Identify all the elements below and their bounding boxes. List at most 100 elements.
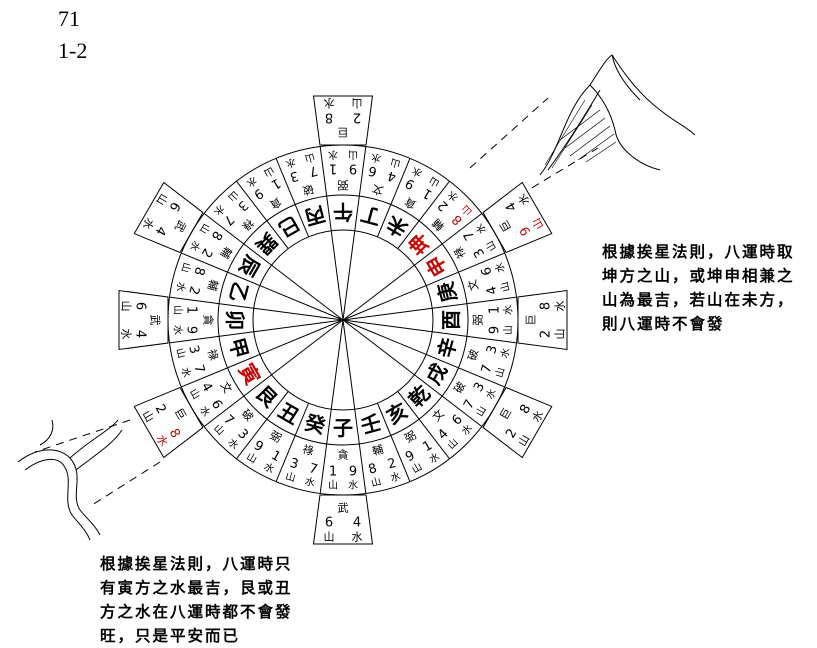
mountain-star-number: 3 [185,344,202,356]
extension-star: 武 [149,315,162,326]
mountain-label: 山 [370,475,383,489]
extension-water-number: 8 [539,302,554,310]
sector-divider [397,391,450,460]
mountain-star-number: 1 [184,306,199,314]
water-star-number: 9 [349,465,357,480]
note-line: 坤方之山，或坤申相兼之 [602,267,795,285]
star-name: 弼 [472,315,485,326]
star-name: 破 [239,406,257,424]
note-line: 山為最吉，若山在未方， [602,291,795,309]
mountain-name: 癸 [301,410,328,439]
extension-water-label: 水 [324,97,335,110]
water-label: 水 [493,261,507,274]
star-name: 弼 [267,429,283,446]
note-line: 旺，只是平安而已 [100,627,241,645]
center-line [342,319,433,333]
water-label: 水 [328,149,338,161]
water-star-number: 3 [484,344,501,356]
star-name: 輔 [430,216,447,233]
extension-mountain-number: 2 [539,330,554,338]
water-star-number: 9 [184,326,199,334]
mountain-sector: 酉弼91山水 [439,305,515,335]
extension-water-number: 4 [353,516,361,531]
mountain-name: 酉 [439,310,463,330]
mountain-name: 丁 [358,202,384,230]
mountain-star-number: 1 [329,465,337,480]
star-name: 祿 [452,244,469,260]
star-name: 祿 [301,443,315,458]
note-line: 根據挨星法則，八運時取 [602,243,795,261]
mountain-star-number: 8 [190,265,207,277]
mountain-star-number: 7 [307,162,319,179]
star-name: 輔 [205,278,220,292]
mountain-name: 乾 [404,381,435,412]
center-line [342,307,433,321]
center-line [342,319,427,355]
note-line: 根據挨星法則，八運時只 [100,555,293,573]
extension-water-number: 4 [133,330,148,338]
mountain-label: 山 [493,366,507,379]
center-line [259,285,344,321]
extension-mountain-label: 山 [554,329,567,340]
center-line [253,307,344,321]
water-star-number: 6 [367,162,379,179]
note-line: 方之水在八運時都不會發 [100,603,293,621]
extension-mountain-label: 山 [324,531,335,544]
mountain-star-number: 3 [288,456,300,473]
center-line [342,264,415,321]
sector-divider [397,180,450,249]
water-star-number: 7 [307,461,319,478]
section-label: 1-2 [58,38,88,63]
mountain-label: 山 [328,480,338,492]
sector-divider [354,146,367,231]
sight-lines [34,97,599,506]
star-name: 文 [371,182,385,198]
mountain-star-number: 4 [386,167,398,184]
sector-divider [425,252,505,287]
mountain-illustration [539,54,696,176]
mountain-label: 山 [303,150,316,164]
water-label: 水 [498,347,512,360]
star-name: 文 [429,406,447,424]
sector-divider [203,213,272,266]
star-name: 貪 [402,195,419,213]
mountain-name: 庚 [433,279,461,305]
sector-divider [181,252,261,287]
water-star-number: 6 [479,265,496,277]
mountain-label: 山 [389,156,402,170]
extension-mountain-label: 山 [352,97,363,110]
center-line [330,319,344,410]
mountain-name: 丙 [302,202,328,230]
sector-divider [203,374,272,427]
star-name: 文 [218,379,236,396]
mountain-label: 山 [503,325,515,335]
water-label: 水 [284,156,297,170]
mountain-name: 子 [333,416,353,440]
center-line [342,230,356,321]
mountain-name: 壬 [358,410,384,438]
sector-divider [181,353,261,388]
water-label: 水 [303,475,316,489]
sector-divider [275,402,310,482]
mountain-star-number: 8 [367,461,379,478]
star-name: 祿 [239,216,256,233]
water-label: 水 [503,305,515,315]
star-name: 貪 [338,448,349,462]
river-illustration [17,419,123,541]
water-label: 水 [179,366,193,379]
water-star-number: 2 [386,456,398,473]
mountain-name: 艮 [251,381,283,413]
mountain-label: 山 [173,347,187,360]
ring-circle [252,229,434,411]
water-label: 水 [348,480,358,492]
